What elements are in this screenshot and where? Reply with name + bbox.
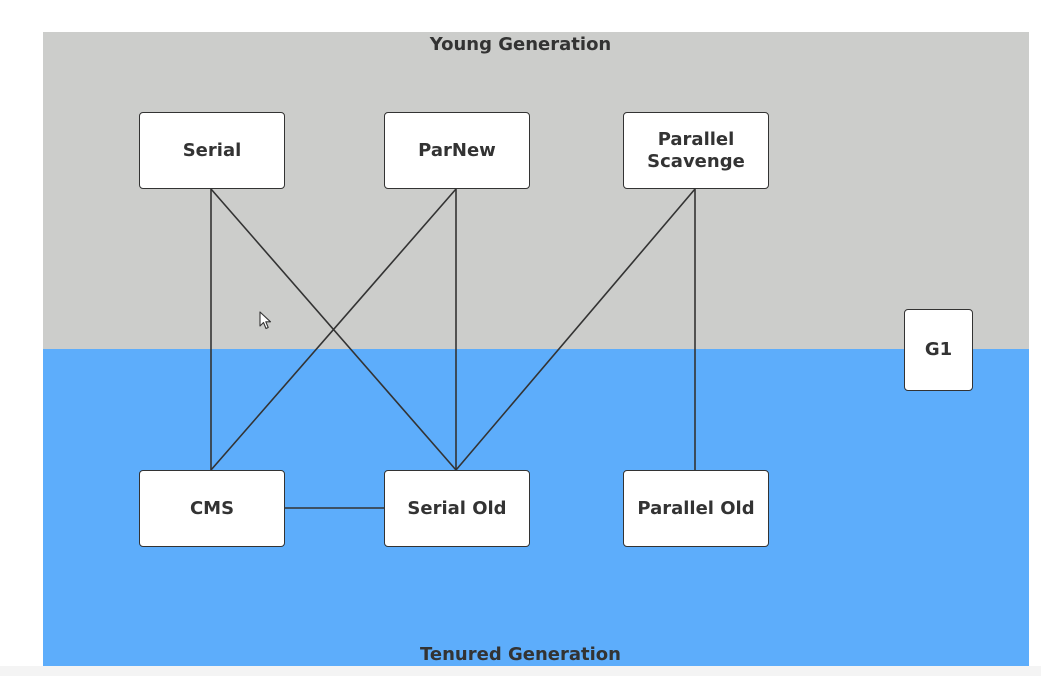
node-serial-old: Serial Old [384, 470, 530, 547]
node-serial: Serial [139, 112, 285, 189]
young-generation-region [43, 32, 1029, 349]
tenured-generation-title: Tenured Generation [420, 644, 621, 665]
node-parallel-scavenge-label: Parallel Scavenge [647, 128, 745, 172]
bottom-strip [0, 666, 1041, 676]
link-parnew-cms [210, 188, 457, 471]
link-parallel-scavenge-serial-old [455, 188, 696, 471]
node-cms-label: CMS [189, 497, 235, 519]
node-parallel-old-label: Parallel Old [637, 497, 755, 519]
node-parnew-label: ParNew [418, 139, 496, 161]
node-parallel-scavenge: Parallel Scavenge [623, 112, 769, 189]
node-cms: CMS [139, 470, 285, 547]
node-parallel-old: Parallel Old [623, 470, 769, 547]
node-serial-label: Serial [182, 139, 242, 161]
young-generation-title: Young Generation [429, 34, 612, 55]
node-g1-label: G1 [924, 339, 953, 360]
node-g1: G1 [904, 309, 973, 391]
node-parnew: ParNew [384, 112, 530, 189]
node-serial-old-label: Serial Old [407, 497, 507, 519]
mouse-cursor-icon [259, 311, 272, 330]
